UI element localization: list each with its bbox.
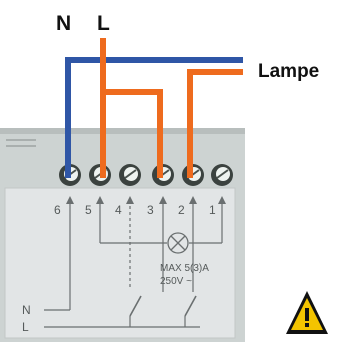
neutral-wire: [65, 57, 243, 178]
terminal-screw-4: [119, 164, 141, 186]
arrow-terminal-6: [66, 196, 74, 204]
terminal-number-1: 1: [209, 203, 216, 217]
arrow-terminal-5: [96, 196, 104, 204]
lamp-wire: [187, 69, 243, 178]
terminal-number-5: 5: [85, 203, 92, 217]
input-l-label: L: [22, 320, 29, 334]
live-label: L: [97, 12, 110, 35]
arrow-terminal-2: [189, 196, 197, 204]
terminal-number-4: 4: [115, 203, 122, 217]
lamp-cross-icon: [167, 232, 189, 254]
arrow-terminal-3: [159, 196, 167, 204]
neutral-label: N: [56, 12, 71, 35]
terminal-number-3: 3: [147, 203, 154, 217]
input-n-label: N: [22, 303, 31, 317]
arrow-terminal-1: [218, 196, 226, 204]
housing-top-edge: [0, 128, 245, 134]
arrow-terminal-4: [126, 196, 134, 204]
switch-2-blade: [184, 295, 197, 317]
terminal-number-6: 6: [54, 203, 61, 217]
rating-current: MAX 5(3)A: [160, 263, 209, 274]
terminal-number-2: 2: [178, 203, 185, 217]
switch-1-blade: [129, 295, 142, 317]
live-bridge-wire: [100, 89, 163, 178]
warning-triangle-icon: [286, 291, 328, 334]
label-panel: [4, 187, 236, 339]
terminal-screw-1: [211, 164, 233, 186]
rating-voltage: 250V ~: [160, 276, 192, 287]
lamp-label: Lampe: [258, 61, 319, 82]
